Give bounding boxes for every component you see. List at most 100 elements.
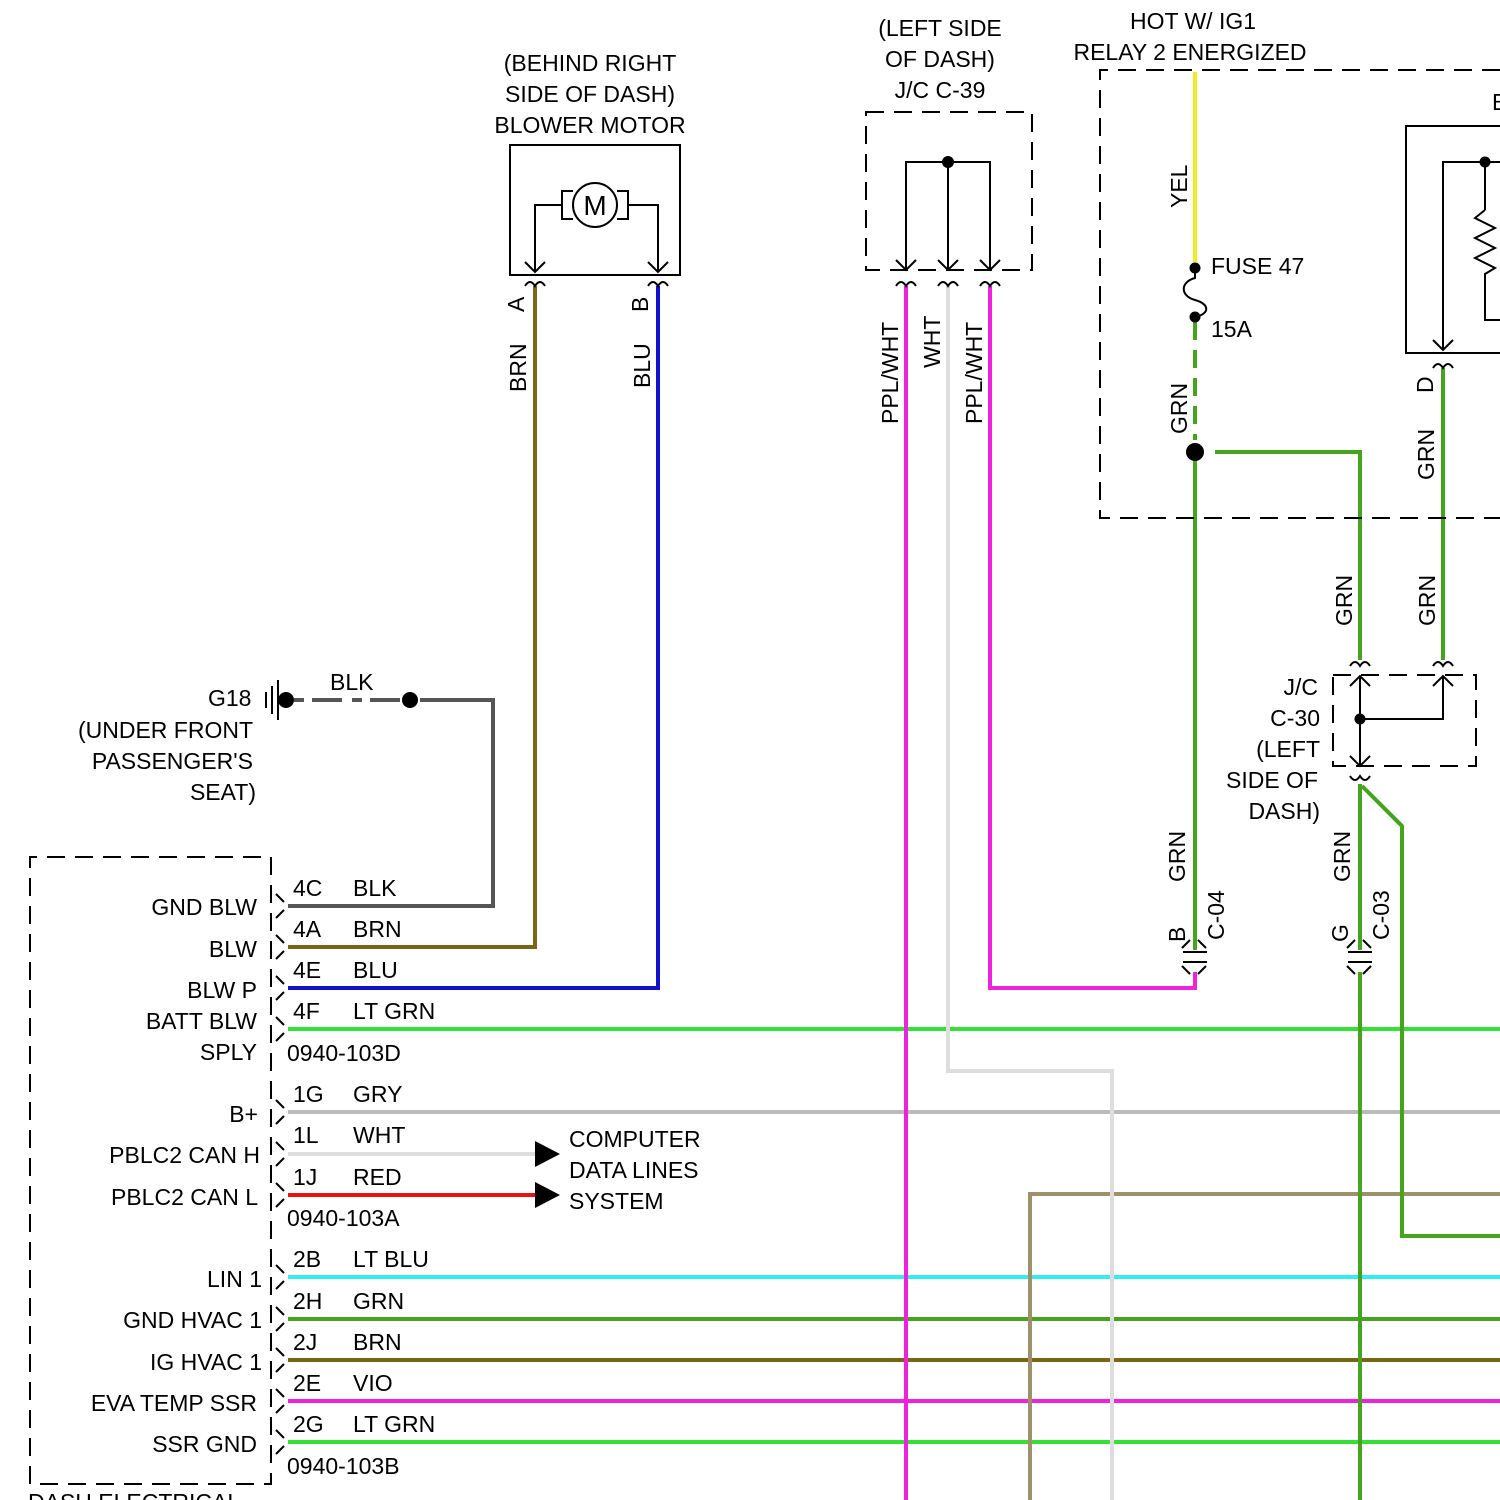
pin-number-2e: 2E	[293, 1370, 321, 1396]
wire-color-2h: GRN	[353, 1288, 404, 1314]
pin-number-2b: 2B	[293, 1246, 321, 1272]
pin-number-2j: 2J	[293, 1329, 317, 1355]
wire-grn-c30-branch	[1362, 786, 1500, 1236]
module-pin-label-ssr-gnd: SSR GND	[152, 1431, 257, 1457]
wire-color-4a: BRN	[353, 916, 402, 942]
wire-color-2j: BRN	[353, 1329, 402, 1355]
data-lines-label-3: SYSTEM	[569, 1188, 664, 1214]
blower-pin-b: B	[627, 297, 653, 312]
computer-data-lines: COMPUTER DATA LINES SYSTEM	[535, 1126, 701, 1214]
wire-color-2e: VIO	[353, 1370, 393, 1396]
ground-splice	[402, 692, 418, 708]
pin-number-4e: 4E	[293, 957, 321, 983]
module-pin-label-sply: SPLY	[200, 1039, 257, 1065]
wire-grn-to-c30	[1218, 452, 1360, 660]
pin-tick	[276, 976, 284, 1000]
jc30-wire-left: GRN	[1331, 575, 1357, 626]
fuse-icon	[1184, 268, 1207, 317]
blower-location-line2: SIDE OF DASH)	[505, 81, 675, 107]
jc30-splice	[1355, 714, 1366, 725]
module-pin-label-can-l: PBLC2 CAN L	[111, 1184, 258, 1210]
data-line-arrow-can-h	[535, 1141, 560, 1167]
connector-id-103d: 0940-103D	[287, 1040, 401, 1066]
c04-wire: GRN	[1164, 831, 1190, 882]
pin-tick	[276, 1265, 284, 1289]
wire-4a-brn	[288, 286, 535, 947]
ground-location-line1: (UNDER FRONT	[78, 717, 253, 743]
pin-number-2h: 2H	[293, 1288, 322, 1314]
blower-wire-a-color: BRN	[505, 343, 531, 392]
jc39-wire-1: PPL/WHT	[877, 322, 903, 424]
ground-location-line3: SEAT)	[190, 779, 256, 805]
wire-color-4c: BLK	[353, 875, 397, 901]
module-pin-label-ig-hvac1: IG HVAC 1	[150, 1349, 262, 1375]
jc39-name: J/C C-39	[895, 77, 986, 103]
connector-id-103a: 0940-103A	[287, 1205, 400, 1231]
pin-number-1g: 1G	[293, 1081, 324, 1107]
jc30-wire-right: GRN	[1414, 575, 1440, 626]
junction-connector-c30: GRN GRN J/C C-30 (LEFT SIDE OF DASH)	[1226, 575, 1476, 824]
motor-symbol: M	[583, 190, 606, 221]
blower-wire-b-color: BLU	[629, 343, 655, 388]
pin-tick	[276, 894, 284, 918]
jc39-wire-2: WHT	[919, 316, 945, 368]
fuse-rating: 15A	[1211, 316, 1253, 342]
resistor-icon	[1475, 210, 1500, 320]
wire-color-2b: LT BLU	[353, 1246, 429, 1272]
wire-color-1g: GRY	[353, 1081, 402, 1107]
jc39-location-line2: OF DASH)	[885, 46, 995, 72]
jc30-label-4: SIDE OF	[1226, 767, 1318, 793]
pin-number-4a: 4A	[293, 916, 322, 942]
jc30-label-3: (LEFT	[1256, 736, 1320, 762]
pin-tick	[276, 1142, 284, 1166]
pin-number-2g: 2G	[293, 1411, 324, 1437]
connector-id-103b: 0940-103B	[287, 1453, 400, 1479]
c03-wire: GRN	[1329, 831, 1355, 882]
pin-tick	[276, 1389, 284, 1413]
relay-wire-top: YEL	[1166, 164, 1192, 208]
relay-fuse-block: HOT W/ IG1 RELAY 2 ENERGIZED YEL FUSE 47…	[1073, 8, 1500, 518]
wire-color-1l: WHT	[353, 1122, 405, 1148]
c04-name: C-04	[1203, 890, 1229, 940]
pin-tick	[276, 1183, 284, 1207]
module-pin-label-blw-p: BLW P	[187, 977, 257, 1003]
jc30-label-1: J/C	[1284, 674, 1319, 700]
pin-number-1l: 1L	[293, 1122, 319, 1148]
relay-splice	[1186, 443, 1204, 461]
jc30-box	[1333, 675, 1476, 766]
jc39-wire-3: PPL/WHT	[961, 322, 987, 424]
module-pin-label-batt-blw: BATT BLW	[146, 1008, 257, 1034]
jc39-location-line1: (LEFT SIDE	[878, 15, 1002, 41]
hvac-control-module: DASH ELECTRICAL GND BLW BLW BLW P BATT B…	[28, 857, 435, 1500]
relay-edge-letter: B	[1492, 89, 1500, 115]
c04-pin: B	[1164, 927, 1190, 942]
module-pin-label-eva-temp: EVA TEMP SSR	[91, 1390, 257, 1416]
c03-pin: G	[1327, 924, 1353, 942]
pin-tick	[276, 935, 284, 959]
wire-color-1j: RED	[353, 1164, 402, 1190]
data-lines-label-2: DATA LINES	[569, 1157, 699, 1183]
jc30-label-2: C-30	[1270, 705, 1320, 731]
relay-title-line2: RELAY 2 ENERGIZED	[1073, 39, 1306, 65]
relay-wire-d: GRN	[1413, 429, 1439, 480]
jc39-splice	[942, 156, 954, 168]
pin-tick	[276, 1348, 284, 1372]
pin-tick	[276, 1307, 284, 1331]
blower-name: BLOWER MOTOR	[494, 112, 685, 138]
module-pin-label-gnd-hvac1: GND HVAC 1	[123, 1307, 262, 1333]
data-line-arrow-can-l	[535, 1182, 560, 1208]
module-pin-label-can-h: PBLC2 CAN H	[109, 1142, 260, 1168]
ground-location-line2: PASSENGER'S	[92, 748, 253, 774]
c03-name: C-03	[1368, 890, 1394, 940]
ground-g18: G18 BLK (UNDER FRONT PASSENGER'S SEAT)	[78, 669, 418, 805]
data-lines-label-1: COMPUTER	[569, 1126, 701, 1152]
ground-id: G18	[208, 685, 251, 711]
wire-color-4f: LT GRN	[353, 998, 435, 1024]
relay-wire-bottom: GRN	[1166, 383, 1192, 434]
wire-color-4e: BLU	[353, 957, 398, 983]
wire-color-2g: LT GRN	[353, 1411, 435, 1437]
pin-ticks	[276, 894, 284, 1454]
wire-tan	[1030, 1194, 1500, 1500]
ground-wire-color: BLK	[330, 669, 374, 695]
